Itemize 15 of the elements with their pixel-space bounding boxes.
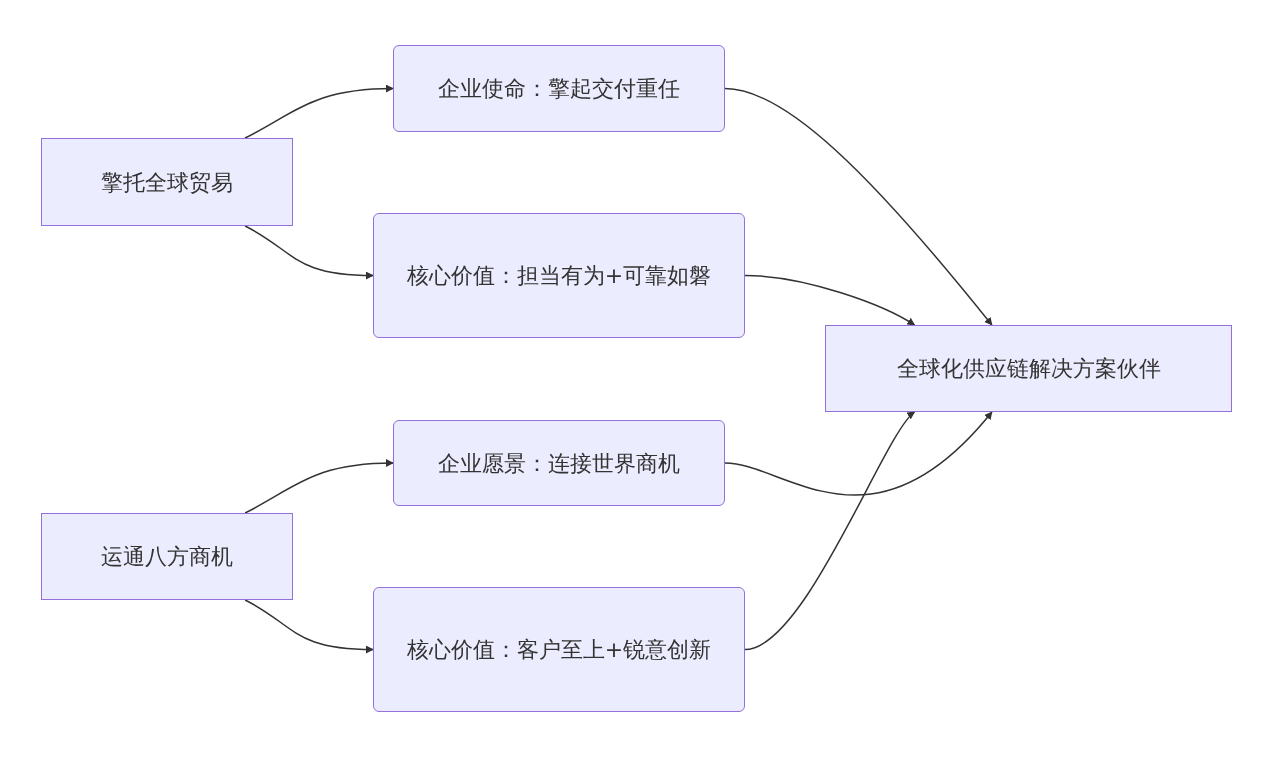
process-box: 核心价值：担当有为+可靠如磐	[373, 213, 745, 338]
process-box: 企业使命：擎起交付重任	[393, 45, 725, 132]
arrow	[244, 459, 394, 514]
process-box: 全球化供应链解决方案伙伴	[825, 325, 1232, 412]
process-box: 企业愿景：连接世界商机	[393, 420, 725, 506]
arrow	[744, 411, 916, 651]
arrow	[244, 599, 374, 654]
process-box: 运通八方商机	[41, 513, 293, 600]
arrow	[244, 225, 374, 280]
arrow	[244, 84, 394, 139]
arrow	[724, 411, 993, 496]
process-box: 擎托全球贸易	[41, 138, 293, 226]
arrow	[724, 87, 993, 326]
process-box: 核心价值：客户至上+锐意创新	[373, 587, 745, 712]
arrow	[744, 274, 916, 326]
